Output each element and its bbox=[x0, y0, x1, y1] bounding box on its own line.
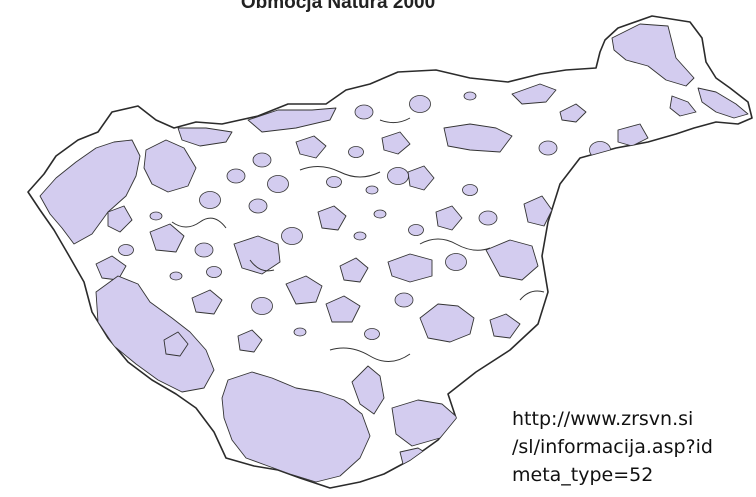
natura-small-patch bbox=[293, 327, 307, 337]
natura-area-snežnik bbox=[221, 371, 371, 483]
natura-small-patch bbox=[206, 266, 222, 278]
natura-small-patch bbox=[408, 224, 424, 236]
natura-small-patch bbox=[387, 167, 409, 185]
river-line bbox=[171, 217, 227, 229]
source-url-line-2[interactable]: /sl/informacija.asp?id bbox=[512, 436, 713, 458]
natura-area-banjsice bbox=[107, 205, 133, 233]
natura-small-patch bbox=[463, 91, 477, 101]
map-title: Območja Natura 2000 bbox=[240, 0, 436, 13]
natura-area-drava bbox=[559, 103, 587, 123]
natura-small-patch bbox=[251, 297, 273, 315]
natura-area-krim bbox=[285, 275, 323, 305]
natura-area-tolmin bbox=[95, 255, 127, 281]
natura-small-patch bbox=[194, 242, 214, 258]
natura-area-mura-south bbox=[669, 95, 697, 117]
natura-small-patch bbox=[365, 185, 379, 195]
natura-area-krka bbox=[419, 303, 475, 343]
natura-area-reka bbox=[237, 329, 263, 353]
natura-area-karst bbox=[95, 275, 215, 393]
natura-small-patch bbox=[252, 152, 272, 168]
natura-area-pohorje bbox=[443, 123, 513, 153]
natura-small-patch bbox=[348, 146, 364, 158]
natura-small-patch bbox=[538, 140, 558, 156]
natura-area-dravinja bbox=[573, 179, 599, 207]
natura-area-savinja bbox=[407, 165, 435, 191]
natura-area-kamnik bbox=[295, 135, 327, 159]
natura-area-karavanke bbox=[177, 127, 233, 147]
natura-area-idrija bbox=[149, 223, 185, 253]
natura-area-menina bbox=[381, 131, 411, 155]
natura-area-nanos bbox=[191, 289, 223, 315]
natura-small-patch bbox=[373, 209, 387, 219]
natura-area-prekmurje bbox=[611, 23, 695, 87]
natura-area-boč bbox=[523, 195, 553, 227]
natura-area-kolpa bbox=[399, 447, 435, 471]
natura-small-patch bbox=[267, 175, 289, 193]
natura-small-patch bbox=[292, 90, 308, 102]
natura-area-alps-west bbox=[39, 139, 141, 245]
natura-small-patch bbox=[589, 141, 611, 159]
natura-small-patch bbox=[149, 211, 163, 221]
river-line bbox=[299, 166, 381, 178]
source-url[interactable]: http://www.zrsvn.si /sl/informacija.asp?… bbox=[512, 405, 756, 497]
natura-area-center bbox=[317, 205, 347, 231]
natura-small-patch bbox=[409, 95, 431, 113]
natura-area-kum bbox=[435, 205, 463, 231]
natura-small-patch bbox=[281, 227, 303, 245]
natura-small-patch bbox=[462, 184, 478, 196]
natura-area-kocevje bbox=[351, 365, 385, 415]
source-url-line-1[interactable]: http://www.zrsvn.si bbox=[512, 408, 694, 430]
natura-area-sava bbox=[485, 239, 539, 281]
natura-small-patch bbox=[353, 231, 367, 241]
natura-area-slovenske-gorice bbox=[617, 123, 649, 147]
natura-small-patch bbox=[225, 87, 239, 97]
river-line bbox=[249, 259, 275, 272]
natura-small-patch bbox=[364, 328, 380, 340]
natura-area-julian bbox=[143, 139, 197, 193]
river-line bbox=[419, 238, 491, 251]
natura-small-patch bbox=[199, 191, 221, 209]
source-url-line-3[interactable]: meta_type=52 bbox=[512, 464, 654, 486]
natura-area-kozjak bbox=[511, 83, 557, 105]
natura-area-mura-east bbox=[697, 87, 749, 119]
natura-area-ljubljana-marsh bbox=[233, 235, 281, 275]
natura-area-brkini bbox=[163, 331, 189, 357]
natura-small-patch bbox=[354, 104, 374, 120]
river-line bbox=[329, 347, 411, 362]
natura-small-patch bbox=[478, 210, 498, 226]
natura-small-patch bbox=[445, 253, 467, 271]
natura-small-patch bbox=[248, 198, 268, 214]
natura-small-patch bbox=[169, 271, 183, 281]
natura-area-alps-north bbox=[247, 107, 337, 133]
natura-area-bloke bbox=[325, 295, 361, 323]
river-lines bbox=[171, 117, 545, 362]
natura-small-patch bbox=[326, 176, 342, 188]
natura-small-patch bbox=[226, 168, 246, 184]
river-line bbox=[379, 117, 411, 124]
natura-small-patch bbox=[394, 292, 414, 308]
natura-small-patch bbox=[118, 244, 134, 256]
river-line bbox=[519, 290, 545, 301]
natura-area-zasavje bbox=[339, 257, 369, 283]
natura-area-lisca bbox=[387, 253, 433, 283]
natura-areas bbox=[39, 23, 749, 483]
natura-area-krka-east bbox=[489, 313, 521, 339]
